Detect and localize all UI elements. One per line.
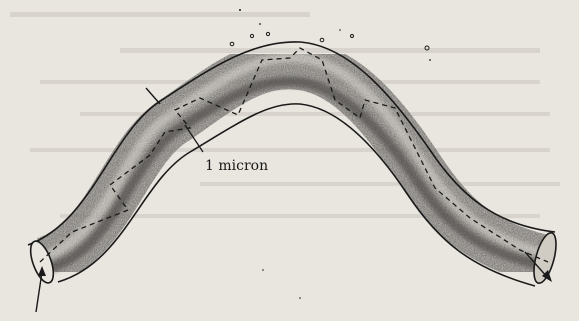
wall-tick <box>146 88 160 104</box>
scale-label: 1 micron <box>205 158 268 174</box>
